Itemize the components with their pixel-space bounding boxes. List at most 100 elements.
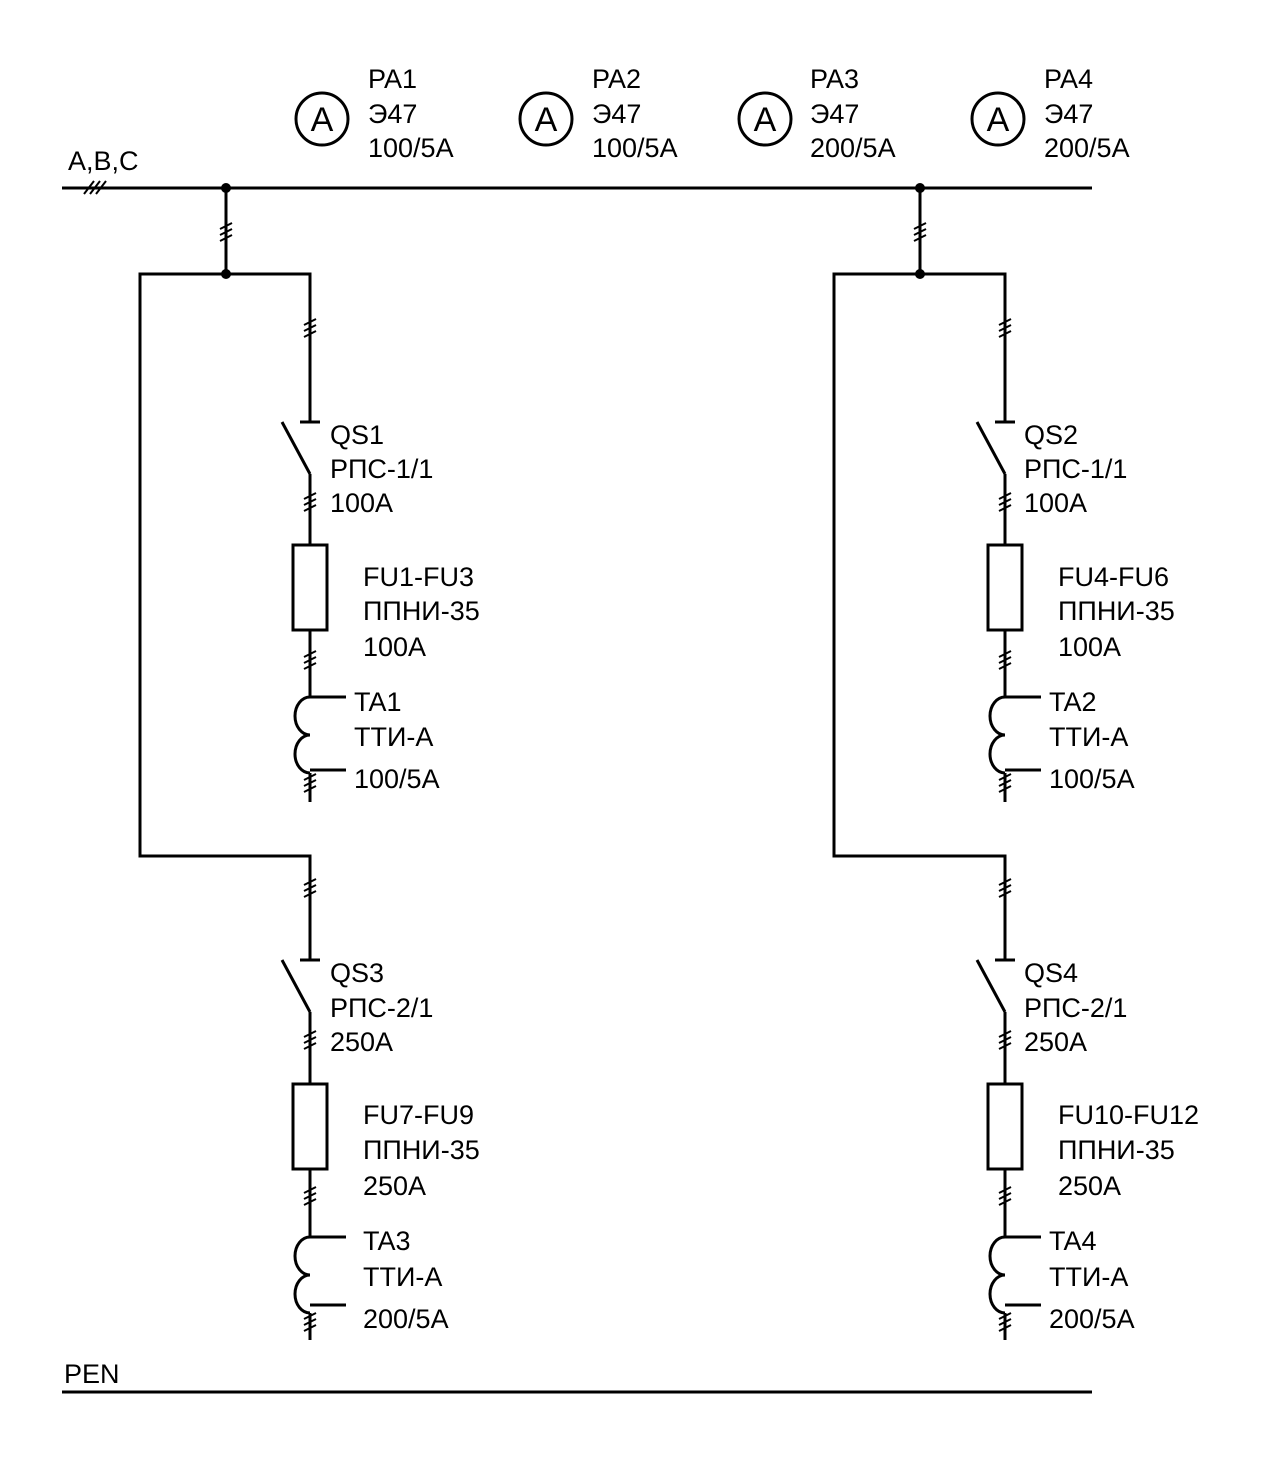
ammeter-pa2-symbol [518,91,574,147]
switch-qs3-type: РПС-2/1 [330,993,433,1023]
fuse-fu4-fu6-rating: 100A [1058,632,1121,662]
ammeter-pa1-rating: 100/5A [368,133,454,163]
ammeter-pa3: A PA3 Э47 200/5A [737,64,896,163]
left-feeder-wiring [138,183,320,962]
three-phase-mark [219,222,233,242]
fuse-fu10-fu12-rating: 250A [1058,1171,1121,1201]
switch-qs2-type: РПС-1/1 [1024,454,1127,484]
three-phase-mark [913,222,927,242]
three-phase-mark [303,318,317,338]
fuse-fu7-fu9-id: FU7-FU9 [363,1100,474,1130]
three-phase-mark [303,1312,317,1332]
ammeter-pa3-id: PA3 [810,64,859,94]
transformer-ta3-coil [293,1235,311,1315]
three-phase-mark [303,650,317,670]
transformer-ta2-rating: 100/5A [1049,764,1135,794]
fuse-fu4-fu6-id: FU4-FU6 [1058,562,1169,592]
switch-qs4-id: QS4 [1024,958,1078,988]
transformer-ta2-type: ТТИ-А [1049,722,1128,752]
ammeter-pa3-rating: 200/5A [810,133,896,163]
fuse-fu10-fu12-type: ППНИ-35 [1058,1135,1175,1165]
fuse-fu7-fu9-rating: 250A [363,1171,426,1201]
ammeter-pa3-symbol [737,91,793,147]
three-phase-mark [998,318,1012,338]
transformer-ta2-id: TA2 [1049,687,1097,717]
fuse-fu7-fu9-body [291,1082,329,1171]
switch-qs1-type: РПС-1/1 [330,454,433,484]
junction-dot [221,183,231,193]
branch-qs4: QS4 РПС-2/1 250A FU10-FU12 ППНИ-35 250A … [975,958,1199,1340]
phase-bus-three-phase-mark [83,180,107,195]
three-phase-mark [998,1030,1012,1050]
fuse-fu1-fu3-rating: 100A [363,632,426,662]
pen-bus-label: PEN [64,1359,120,1389]
transformer-ta3-rating: 200/5A [363,1304,449,1334]
ammeter-pa4-type: Э47 [1044,99,1093,129]
transformer-ta3-type: ТТИ-А [363,1262,442,1292]
three-phase-mark [303,1186,317,1206]
three-phase-tick-marks [219,222,1012,1332]
branch-qs3: QS3 РПС-2/1 250A FU7-FU9 ППНИ-35 250A TA… [280,958,480,1340]
fuse-fu1-fu3-id: FU1-FU3 [363,562,474,592]
ammeter-pa4-id: PA4 [1044,64,1093,94]
branch-qs1: QS1 РПС-1/1 100A FU1-FU3 ППНИ-35 100A TA… [280,420,480,802]
switch-qs4-rating: 250A [1024,1027,1087,1057]
three-phase-mark [998,1186,1012,1206]
fuse-fu7-fu9-type: ППНИ-35 [363,1135,480,1165]
transformer-ta1-coil [293,695,311,775]
three-phase-mark [303,1030,317,1050]
transformer-ta4-id: TA4 [1049,1226,1097,1256]
three-phase-mark [998,650,1012,670]
switch-qs3-rating: 250A [330,1027,393,1057]
phase-bus-label: A,B,C [68,146,139,176]
fuse-fu1-fu3-type: ППНИ-35 [363,596,480,626]
three-phase-mark [998,1312,1012,1332]
switch-qs2-rating: 100A [1024,488,1087,518]
three-phase-mark [998,878,1012,898]
ammeter-pa2-type: Э47 [592,99,641,129]
fuse-fu4-fu6-body [986,543,1024,632]
three-phase-mark [998,773,1012,793]
ammeter-pa4-rating: 200/5A [1044,133,1130,163]
fuse-fu10-fu12-body [986,1082,1024,1171]
switch-qs1-id: QS1 [330,420,384,450]
ammeter-pa4-symbol [970,91,1026,147]
junction-dot [915,183,925,193]
three-phase-mark [303,878,317,898]
fuse-fu10-fu12-id: FU10-FU12 [1058,1100,1199,1130]
switch-qs4-blade [975,959,1007,1013]
ammeter-pa1: A PA1 Э47 100/5A [294,64,454,163]
ammeter-pa2-id: PA2 [592,64,641,94]
branch-qs2: QS2 РПС-1/1 100A FU4-FU6 ППНИ-35 100A TA… [975,420,1175,802]
switch-qs1-rating: 100A [330,488,393,518]
transformer-ta4-rating: 200/5A [1049,1304,1135,1334]
ammeter-pa3-letter: A [754,101,777,139]
ammeter-pa4: A PA4 Э47 200/5A [970,64,1130,163]
switch-qs2-blade [975,421,1007,475]
transformer-ta4-type: ТТИ-А [1049,1262,1128,1292]
ammeter-pa2-rating: 100/5A [592,133,678,163]
transformer-ta4-coil [988,1235,1006,1315]
transformer-ta1-id: TA1 [354,687,402,717]
ammeter-pa1-letter: A [311,101,334,139]
switch-qs3-blade [280,959,312,1013]
ammeter-pa2-letter: A [535,101,558,139]
ammeter-pa1-symbol [294,91,350,147]
ammeter-pa3-type: Э47 [810,99,859,129]
switch-qs2-id: QS2 [1024,420,1078,450]
ammeter-pa4-letter: A [987,101,1010,139]
ammeter-pa1-type: Э47 [368,99,417,129]
ammeter-pa2: A PA2 Э47 100/5A [518,64,678,163]
transformer-ta1-type: ТТИ-А [354,722,433,752]
switch-qs1-blade [280,421,312,475]
switch-qs3-id: QS3 [330,958,384,988]
transformer-ta2-coil [988,695,1006,775]
three-phase-mark [303,492,317,512]
fuse-fu4-fu6-type: ППНИ-35 [1058,596,1175,626]
three-phase-mark [998,492,1012,512]
ammeter-pa1-id: PA1 [368,64,417,94]
switch-qs4-type: РПС-2/1 [1024,993,1127,1023]
transformer-ta1-rating: 100/5A [354,764,440,794]
fuse-fu1-fu3-body [291,543,329,632]
